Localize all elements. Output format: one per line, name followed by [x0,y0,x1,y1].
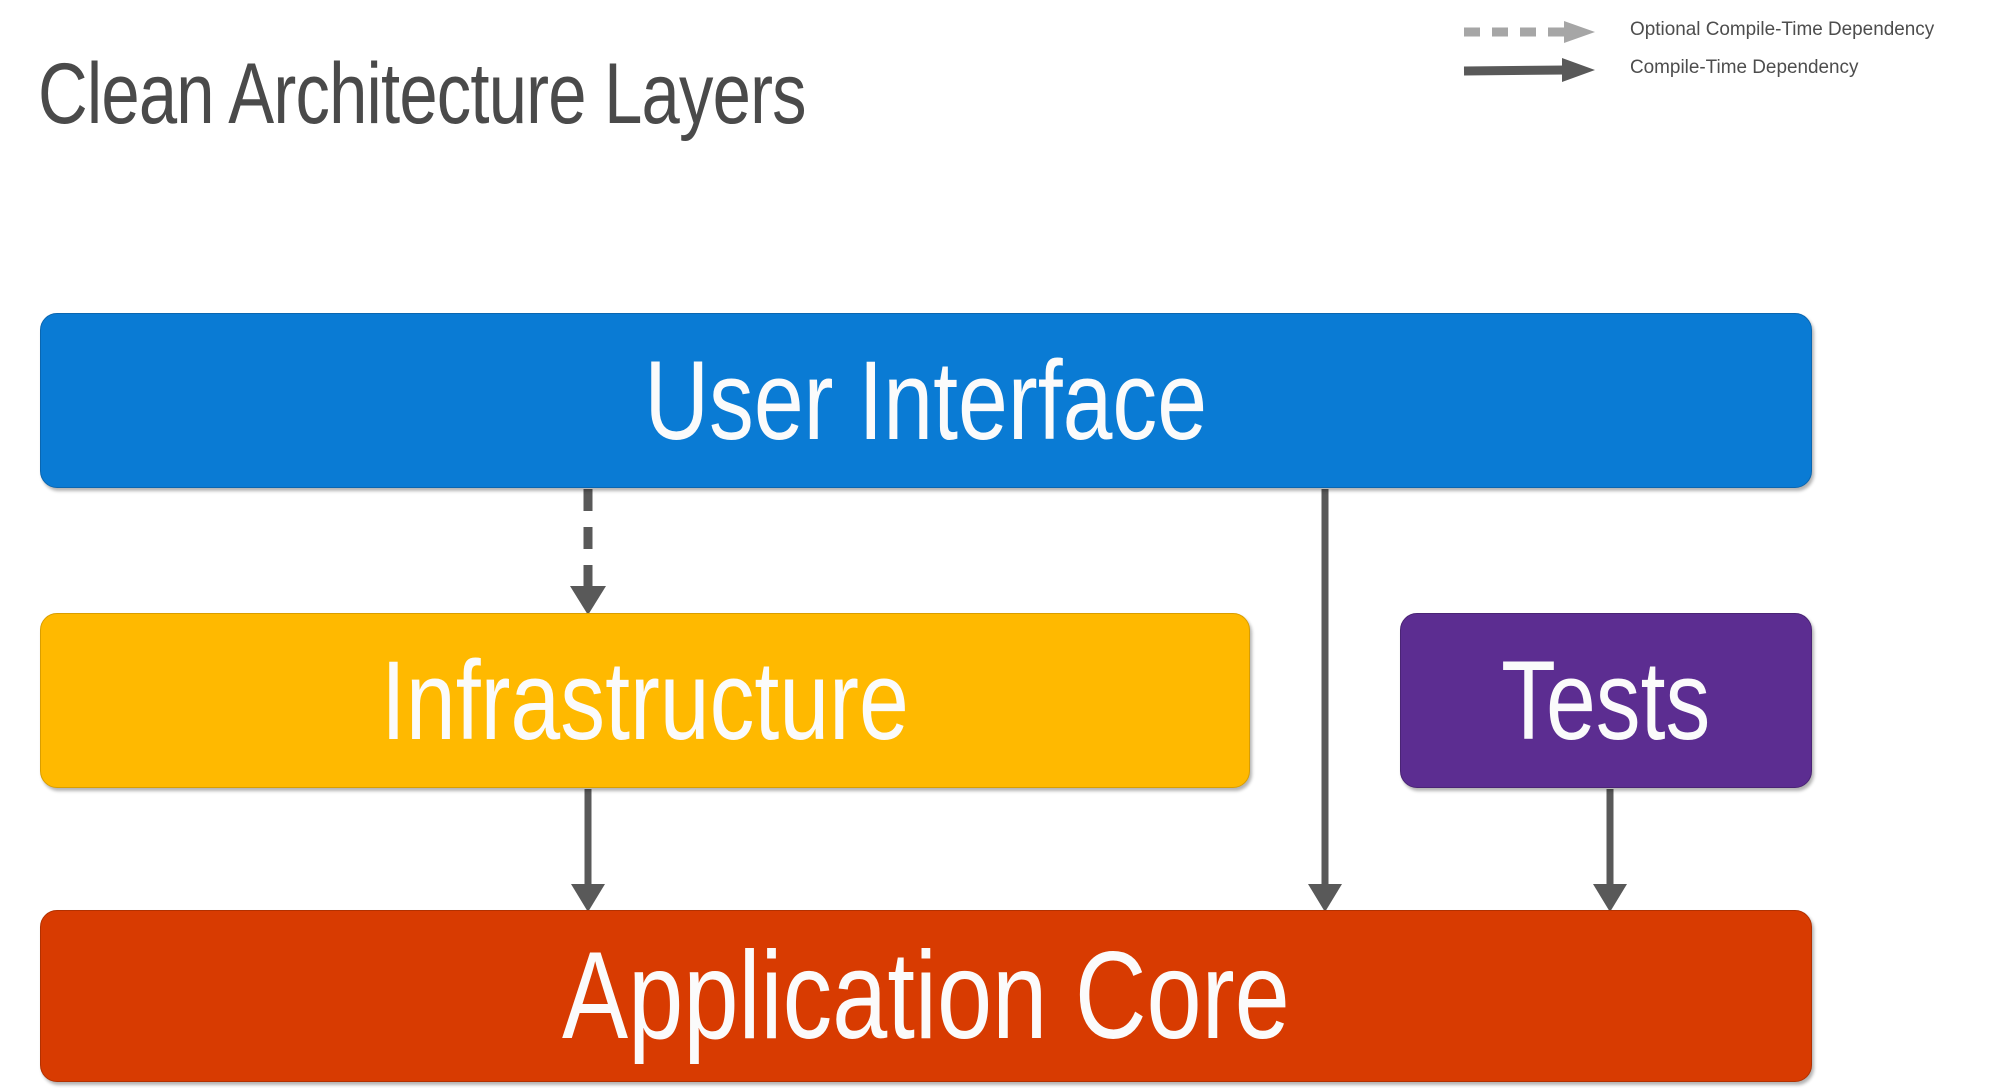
layer-label-tests: Tests [1501,637,1711,763]
arrow-infrastructure-to-application-core [571,789,605,912]
legend-label-compile-time-dependency: Compile-Time Dependency [1630,56,1859,78]
dashed-arrow-icon [1462,18,1597,46]
legend-label-optional-dependency: Optional Compile-Time Dependency [1630,18,1935,40]
legend-item-optional-dependency: Optional Compile-Time Dependency [1462,14,1992,52]
layer-label-user-interface: User Interface [644,337,1208,463]
legend: Optional Compile-Time Dependency Compile… [1462,14,1992,94]
page-title: Clean Architecture Layers [38,46,807,142]
layer-box-application-core[interactable]: Application Core [40,910,1812,1082]
layer-box-infrastructure[interactable]: Infrastructure [40,613,1250,788]
legend-item-compile-time-dependency: Compile-Time Dependency [1462,52,1992,90]
arrow-tests-to-application-core [1593,789,1627,912]
arrow-ui-to-infrastructure [570,489,606,615]
layer-label-application-core: Application Core [562,927,1290,1065]
solid-arrow-icon [1462,56,1597,84]
layer-box-tests[interactable]: Tests [1400,613,1812,788]
layer-label-infrastructure: Infrastructure [381,637,909,763]
arrow-ui-to-application-core [1308,489,1342,912]
layer-box-user-interface[interactable]: User Interface [40,313,1812,488]
